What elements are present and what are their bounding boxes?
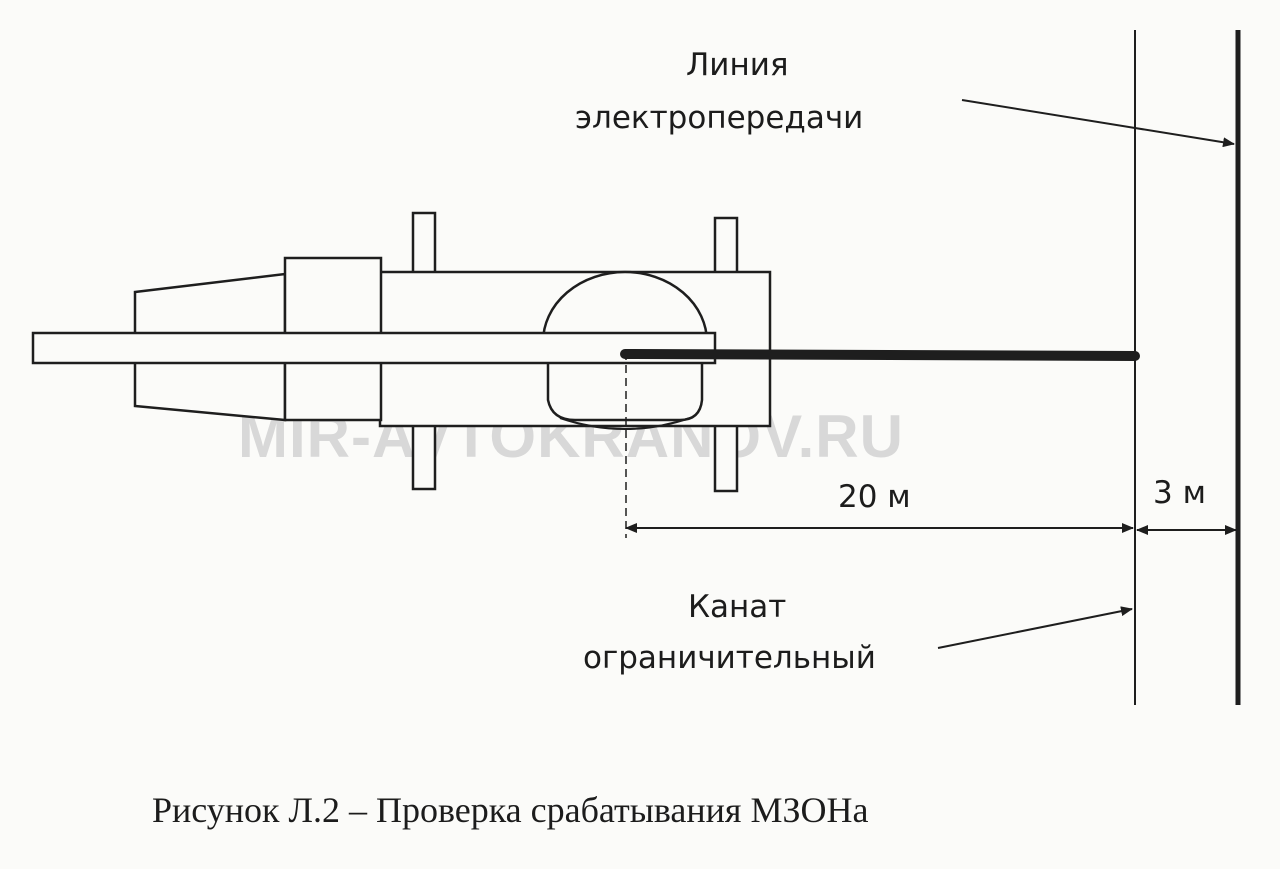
rope-label-2: ограничительный bbox=[583, 640, 876, 676]
crane-boom bbox=[31, 331, 717, 365]
turret-base bbox=[546, 360, 704, 422]
outrigger-bottom-right bbox=[713, 423, 739, 493]
power-line-label-1: Линия bbox=[686, 47, 789, 83]
turret-skirt bbox=[559, 417, 691, 430]
turntable bbox=[541, 270, 709, 344]
crane bbox=[31, 211, 1140, 493]
power-line-leader bbox=[961, 99, 1235, 148]
dimension-label-3m: 3 м bbox=[1153, 475, 1206, 511]
rope-label-1: Канат bbox=[688, 589, 786, 625]
figure-caption: Рисунок Л.2 – Проверка срабатывания МЗОН… bbox=[152, 790, 869, 830]
boom-extension bbox=[620, 349, 1140, 361]
rope-leader bbox=[937, 606, 1133, 649]
outrigger-top-left bbox=[411, 211, 437, 275]
power-line-label-2: электропередачи bbox=[575, 100, 863, 136]
outrigger-bottom-left bbox=[411, 423, 437, 491]
dimension-label-20m: 20 м bbox=[838, 479, 911, 515]
outrigger-top-right bbox=[713, 216, 739, 278]
